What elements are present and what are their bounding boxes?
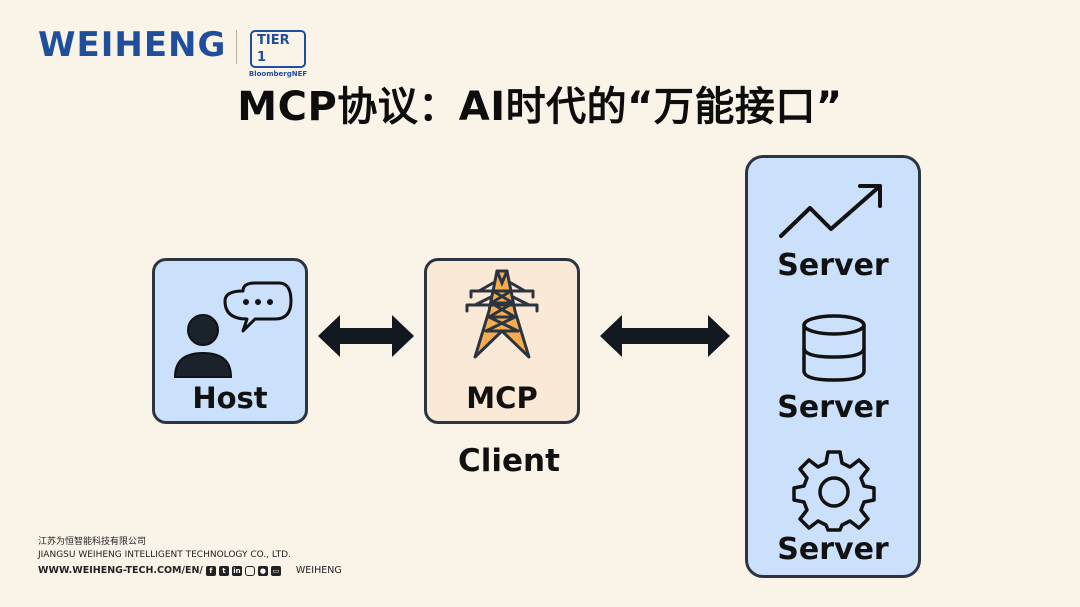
mcp-box: MCP bbox=[424, 258, 580, 424]
host-box: Host bbox=[152, 258, 308, 424]
host-label: Host bbox=[192, 381, 268, 415]
footer: 江苏为恒智能科技有限公司 JIANGSU WEIHENG INTELLIGENT… bbox=[38, 536, 342, 577]
server-label-3: Server bbox=[777, 532, 889, 567]
company-name-cn: 江苏为恒智能科技有限公司 bbox=[38, 537, 147, 547]
page-title: MCP协议：AI时代的“万能接口” bbox=[237, 84, 843, 130]
server-label-2: Server bbox=[777, 390, 889, 425]
footer-brand: WEIHENG bbox=[295, 565, 342, 576]
bidirectional-arrow-left bbox=[318, 315, 414, 357]
bidirectional-arrow-right bbox=[600, 315, 730, 357]
line-icon[interactable]: ▭ bbox=[270, 565, 281, 576]
gear-icon bbox=[792, 450, 876, 532]
power-tower-icon bbox=[465, 269, 539, 359]
database-icon bbox=[802, 314, 866, 382]
company-name-en: JIANGSU WEIHENG INTELLIGENT TECHNOLOGY C… bbox=[38, 550, 291, 560]
client-caption: Client bbox=[458, 443, 560, 479]
facebook-icon[interactable]: f bbox=[205, 565, 216, 576]
server-label-1: Server bbox=[777, 248, 889, 283]
website-link[interactable]: WWW.WEIHENG-TECH.COM/EN/ bbox=[38, 565, 203, 576]
user-speech-bubble-icon bbox=[173, 281, 293, 378]
logo-divider bbox=[236, 30, 237, 64]
weiheng-logo: WEIHENG bbox=[38, 25, 227, 65]
twitter-icon[interactable]: t bbox=[218, 565, 229, 576]
tier1-badge: TIER 1 BloombergNEF bbox=[249, 30, 307, 78]
tier1-label: TIER 1 bbox=[250, 30, 306, 68]
instagram-icon[interactable] bbox=[244, 565, 255, 576]
wechat-icon[interactable]: ● bbox=[257, 565, 268, 576]
mcp-label: MCP bbox=[466, 381, 538, 415]
bloombergnef-label: BloombergNEF bbox=[248, 70, 308, 78]
linkedin-icon[interactable]: in bbox=[231, 565, 242, 576]
server-box: Server Server Server bbox=[745, 155, 921, 578]
trend-up-icon bbox=[779, 184, 882, 238]
